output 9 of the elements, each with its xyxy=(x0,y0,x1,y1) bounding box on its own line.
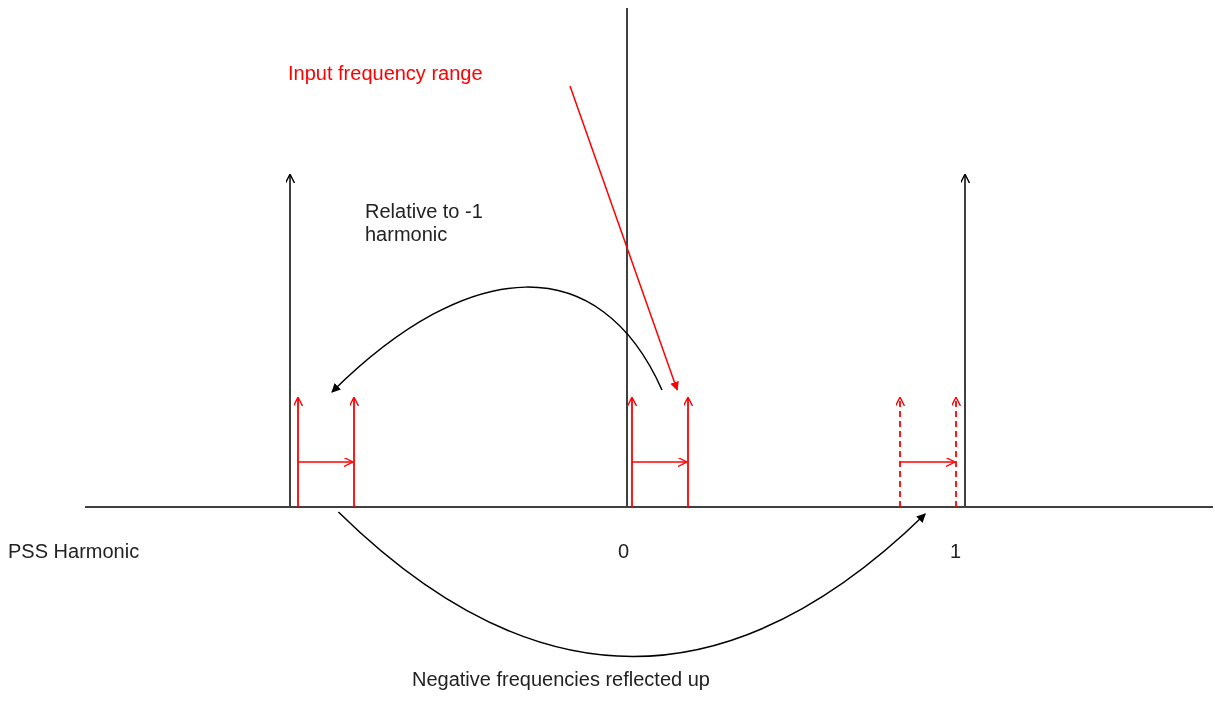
curved-arrow xyxy=(337,511,926,658)
axis-title: PSS Harmonic xyxy=(8,540,140,563)
curved-arrow xyxy=(331,286,663,393)
edge-label: Negative frequencies reflected up xyxy=(412,668,710,691)
edge-label: Relative to -1 harmonic xyxy=(365,200,484,246)
tick-label: 0 xyxy=(618,540,630,563)
leader-line xyxy=(569,85,679,391)
callout-text: Input frequency range xyxy=(288,62,483,85)
tick-label: 1 xyxy=(950,540,962,563)
